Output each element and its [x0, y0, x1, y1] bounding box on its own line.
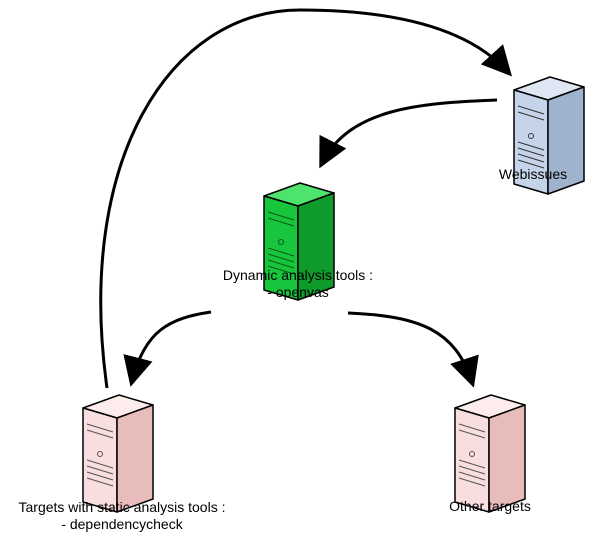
edge-static-to-webissues [99, 8, 513, 389]
edge-webissues-to-dynamic [319, 98, 498, 169]
server-icon-other-targets [454, 394, 526, 513]
static-analysis-targets-label-line2: - dependencycheck [61, 516, 183, 532]
webissues-label: Webissues [478, 166, 588, 183]
static-analysis-targets-label: Targets with static analysis tools : - d… [0, 499, 244, 533]
dynamic-analysis-label-line2: - openvas [267, 284, 329, 300]
other-targets-label-text: Other targets [449, 498, 531, 514]
server-icon-webissues [513, 76, 585, 195]
server-icon-dynamic-analysis [263, 182, 335, 301]
webissues-label-text: Webissues [498, 166, 568, 182]
edge-dynamic-to-other [347, 311, 479, 388]
edge-dynamic-to-static [123, 310, 212, 387]
server-icon-static-analysis-targets [82, 394, 154, 513]
other-targets-label: Other targets [430, 498, 550, 515]
dynamic-analysis-label: Dynamic analysis tools : - openvas [170, 267, 426, 301]
dynamic-analysis-label-line1: Dynamic analysis tools : [222, 267, 374, 283]
static-analysis-targets-label-line1: Targets with static analysis tools : [18, 499, 226, 515]
